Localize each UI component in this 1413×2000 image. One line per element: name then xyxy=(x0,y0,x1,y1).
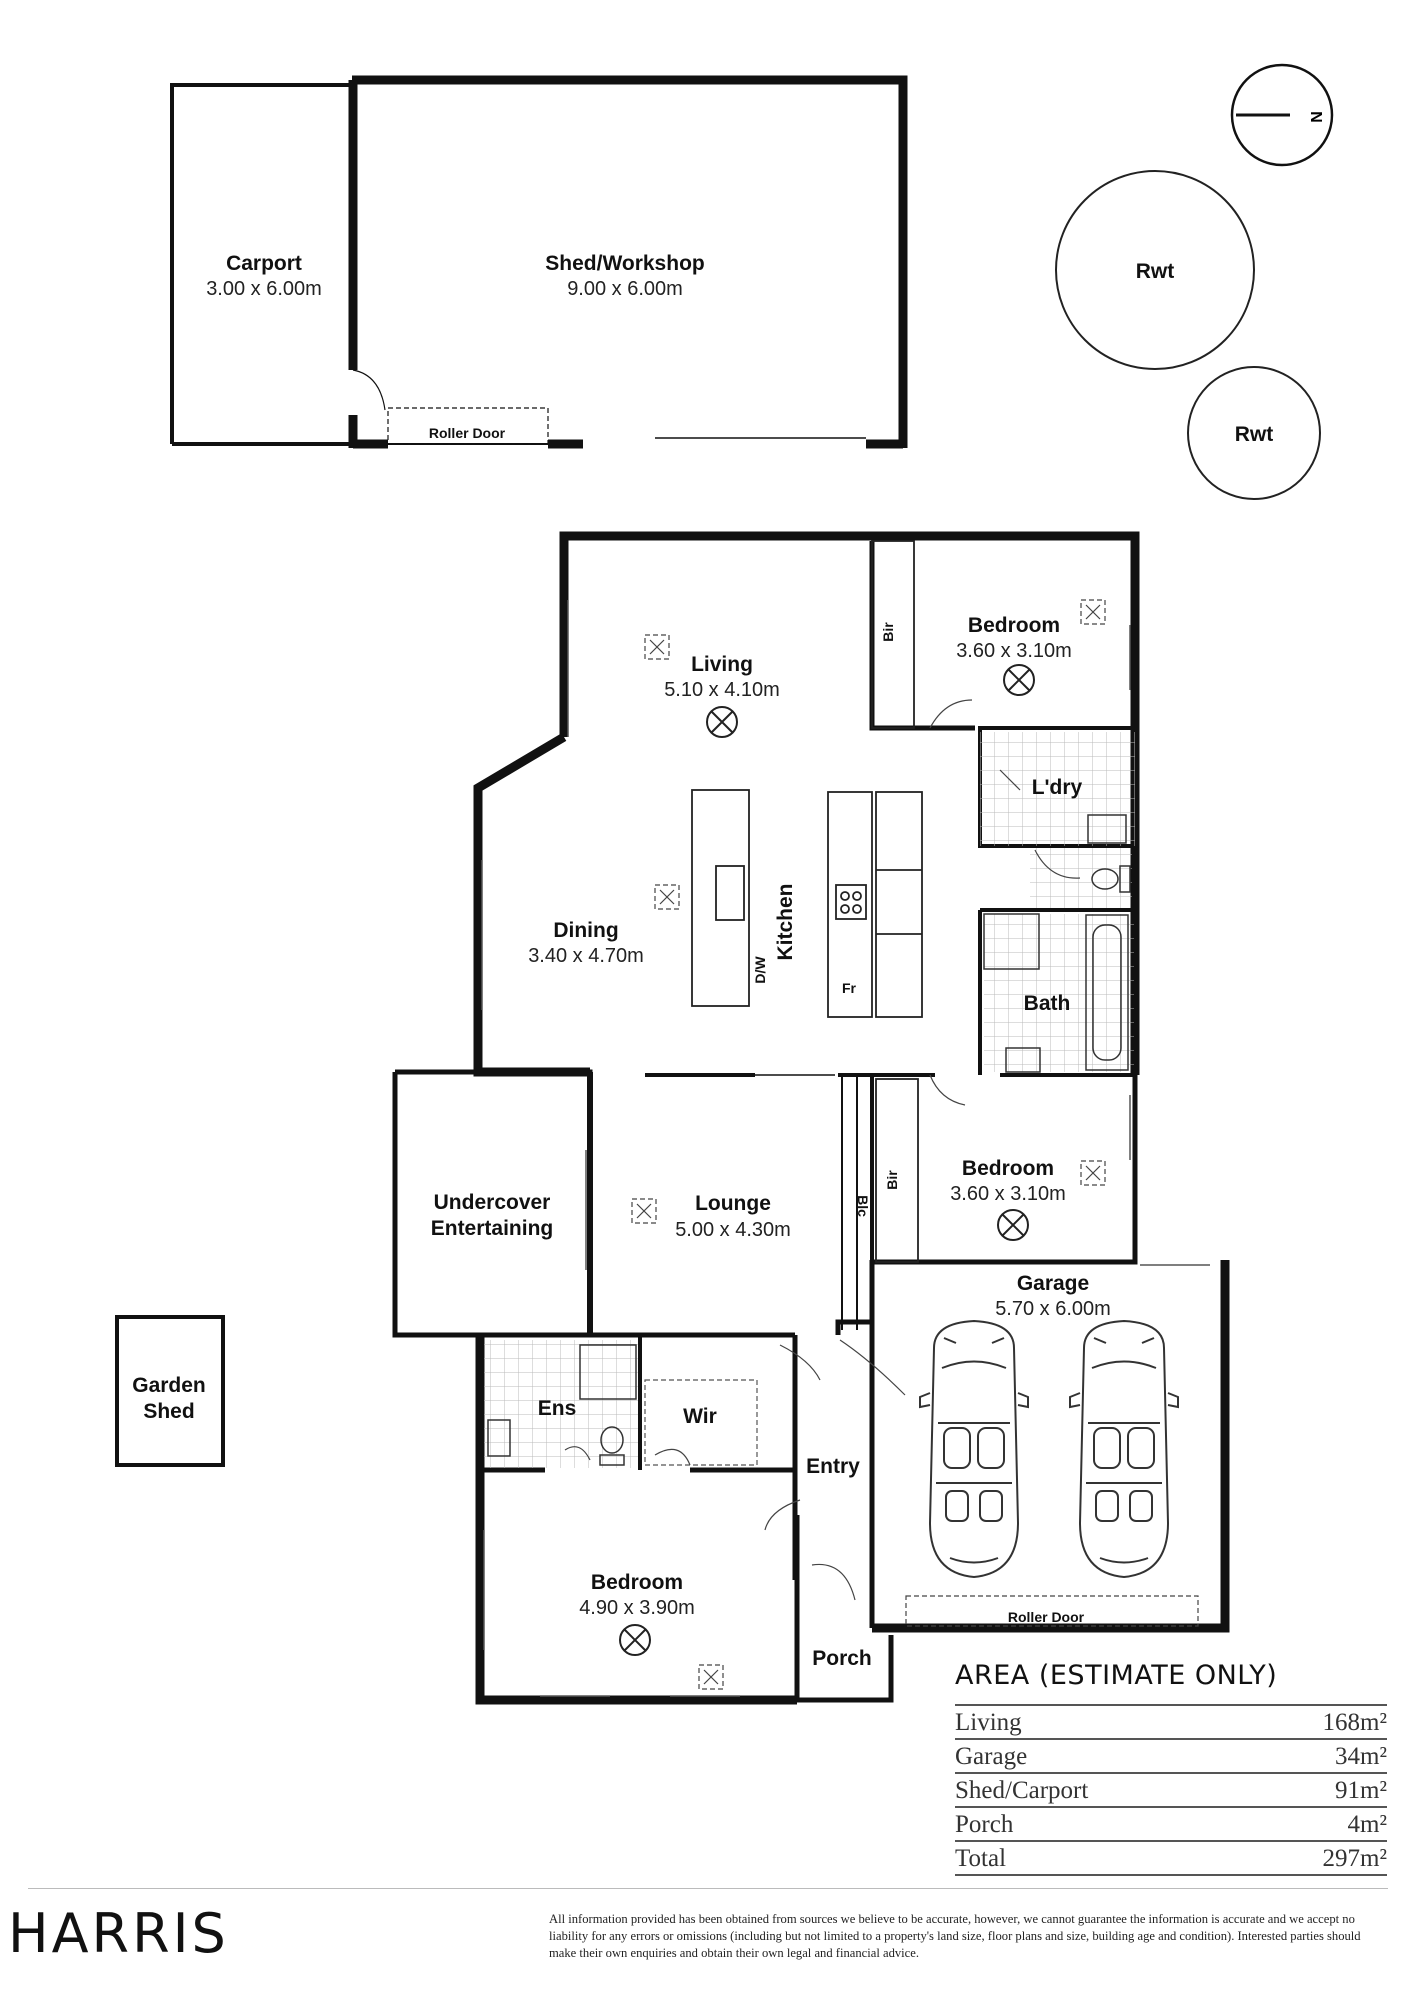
compass-label: N xyxy=(1309,111,1326,123)
living-name: Living xyxy=(691,653,753,676)
bathtub-icon xyxy=(1085,914,1129,1071)
disclaimer-text: All information provided has been obtain… xyxy=(549,1912,1361,1960)
car-icon xyxy=(919,1320,1029,1578)
exhaust-fan-icon xyxy=(644,634,670,660)
area-value: 4m² xyxy=(1246,1807,1387,1842)
bedroom-s-dims: 4.90 x 3.90m xyxy=(579,1597,695,1619)
bir-ne-label: Bir xyxy=(880,622,896,642)
kitchen-fittings xyxy=(691,789,923,1018)
ceiling-light-icon xyxy=(619,1624,651,1656)
rainwater-tank-1: Rwt xyxy=(1055,170,1255,370)
exhaust-fan-icon xyxy=(698,1664,724,1690)
toilet-icon xyxy=(599,1426,625,1466)
lounge-dims: 5.00 x 4.30m xyxy=(675,1219,791,1241)
exhaust-fan-icon xyxy=(1080,599,1106,625)
living-dims: 5.10 x 4.10m xyxy=(664,679,780,701)
door-swings xyxy=(564,699,1081,1601)
lounge-name: Lounge xyxy=(695,1192,771,1215)
area-value: 297m² xyxy=(1246,1841,1387,1876)
undercover-line1: Undercover xyxy=(434,1191,551,1214)
ceiling-light-icon xyxy=(1003,664,1035,696)
area-title: AREA (ESTIMATE ONLY) xyxy=(955,1660,1278,1691)
garden-shed xyxy=(115,1315,225,1467)
bath-label: Bath xyxy=(1024,992,1071,1015)
fridge-label: Fr xyxy=(842,980,857,996)
kitchen-label: Kitchen xyxy=(774,883,797,960)
rainwater-tank-2: Rwt xyxy=(1187,366,1321,500)
bir-e-label: Bir xyxy=(884,1170,900,1190)
laundry-label: L'dry xyxy=(1032,776,1083,799)
area-value: 34m² xyxy=(1246,1739,1387,1774)
shed-name: Shed/Workshop xyxy=(545,252,704,275)
bedroom-ne-dims: 3.60 x 3.10m xyxy=(956,640,1072,662)
dining-name: Dining xyxy=(553,919,618,942)
shed-dims: 9.00 x 6.00m xyxy=(567,278,683,300)
area-value: 168m² xyxy=(1246,1704,1387,1740)
house-walls xyxy=(392,531,1230,1705)
bedroom-e-name: Bedroom xyxy=(962,1157,1054,1180)
garden-shed-line2: Shed xyxy=(143,1400,194,1423)
porch-label: Porch xyxy=(812,1647,872,1670)
garage-dims: 5.70 x 6.00m xyxy=(995,1298,1111,1320)
bedroom-e-dims: 3.60 x 3.10m xyxy=(950,1183,1066,1205)
ensuite-label: Ens xyxy=(538,1397,577,1420)
garden-shed-line1: Garden xyxy=(132,1374,206,1397)
wc-floor xyxy=(1030,848,1132,908)
wir-label: Wir xyxy=(683,1405,717,1428)
bedroom-ne-name: Bedroom xyxy=(968,614,1060,637)
bath-vanity xyxy=(1005,1047,1041,1073)
ensuite-vanity xyxy=(487,1419,511,1457)
dishwasher-label: D/W xyxy=(752,956,768,984)
ceiling-light-icon xyxy=(997,1209,1029,1241)
shower-icon xyxy=(579,1344,637,1400)
exhaust-fan-icon xyxy=(1080,1160,1106,1186)
wir-shelving xyxy=(644,1379,758,1466)
entry-label: Entry xyxy=(806,1455,860,1478)
bath-floor xyxy=(984,914,1134,1072)
blc-label: Blc xyxy=(855,1195,871,1217)
garage-roller-door xyxy=(905,1595,1199,1627)
garage-roller-door-label: Roller Door xyxy=(1008,1609,1085,1625)
carport-dims: 3.00 x 6.00m xyxy=(206,278,322,300)
shed-roller-door-label: Roller Door xyxy=(429,425,506,441)
car-icon xyxy=(1069,1320,1179,1578)
exhaust-fan-icon xyxy=(654,884,680,910)
ceiling-light-icon xyxy=(706,706,738,738)
rwt-label: Rwt xyxy=(1235,423,1274,446)
toilet-icon xyxy=(1091,865,1131,893)
laundry-tub xyxy=(1087,814,1127,844)
footer-divider xyxy=(28,1888,1388,1889)
brand-logo: HARRIS xyxy=(8,1902,229,1965)
windows xyxy=(481,600,1210,1697)
shower-icon xyxy=(983,913,1040,970)
bedroom-s-name: Bedroom xyxy=(591,1571,683,1594)
carport-shed xyxy=(170,75,908,449)
bir-ne xyxy=(871,540,915,729)
undercover-line2: Entertaining xyxy=(431,1217,554,1240)
carport-name: Carport xyxy=(226,252,302,275)
area-label: Porch xyxy=(955,1807,1247,1842)
dining-dims: 3.40 x 4.70m xyxy=(528,945,644,967)
area-label: Living xyxy=(955,1704,1247,1740)
exhaust-fan-icon xyxy=(631,1198,657,1224)
rwt-label: Rwt xyxy=(1136,260,1175,283)
area-label: Garage xyxy=(955,1739,1247,1774)
north-compass-icon: N xyxy=(1230,63,1334,167)
area-label: Total xyxy=(955,1841,1247,1876)
garage-name: Garage xyxy=(1017,1272,1089,1295)
laundry-floor xyxy=(980,732,1135,846)
bir-e xyxy=(875,1078,919,1263)
area-value: 91m² xyxy=(1246,1773,1387,1808)
area-label: Shed/Carport xyxy=(955,1773,1247,1808)
